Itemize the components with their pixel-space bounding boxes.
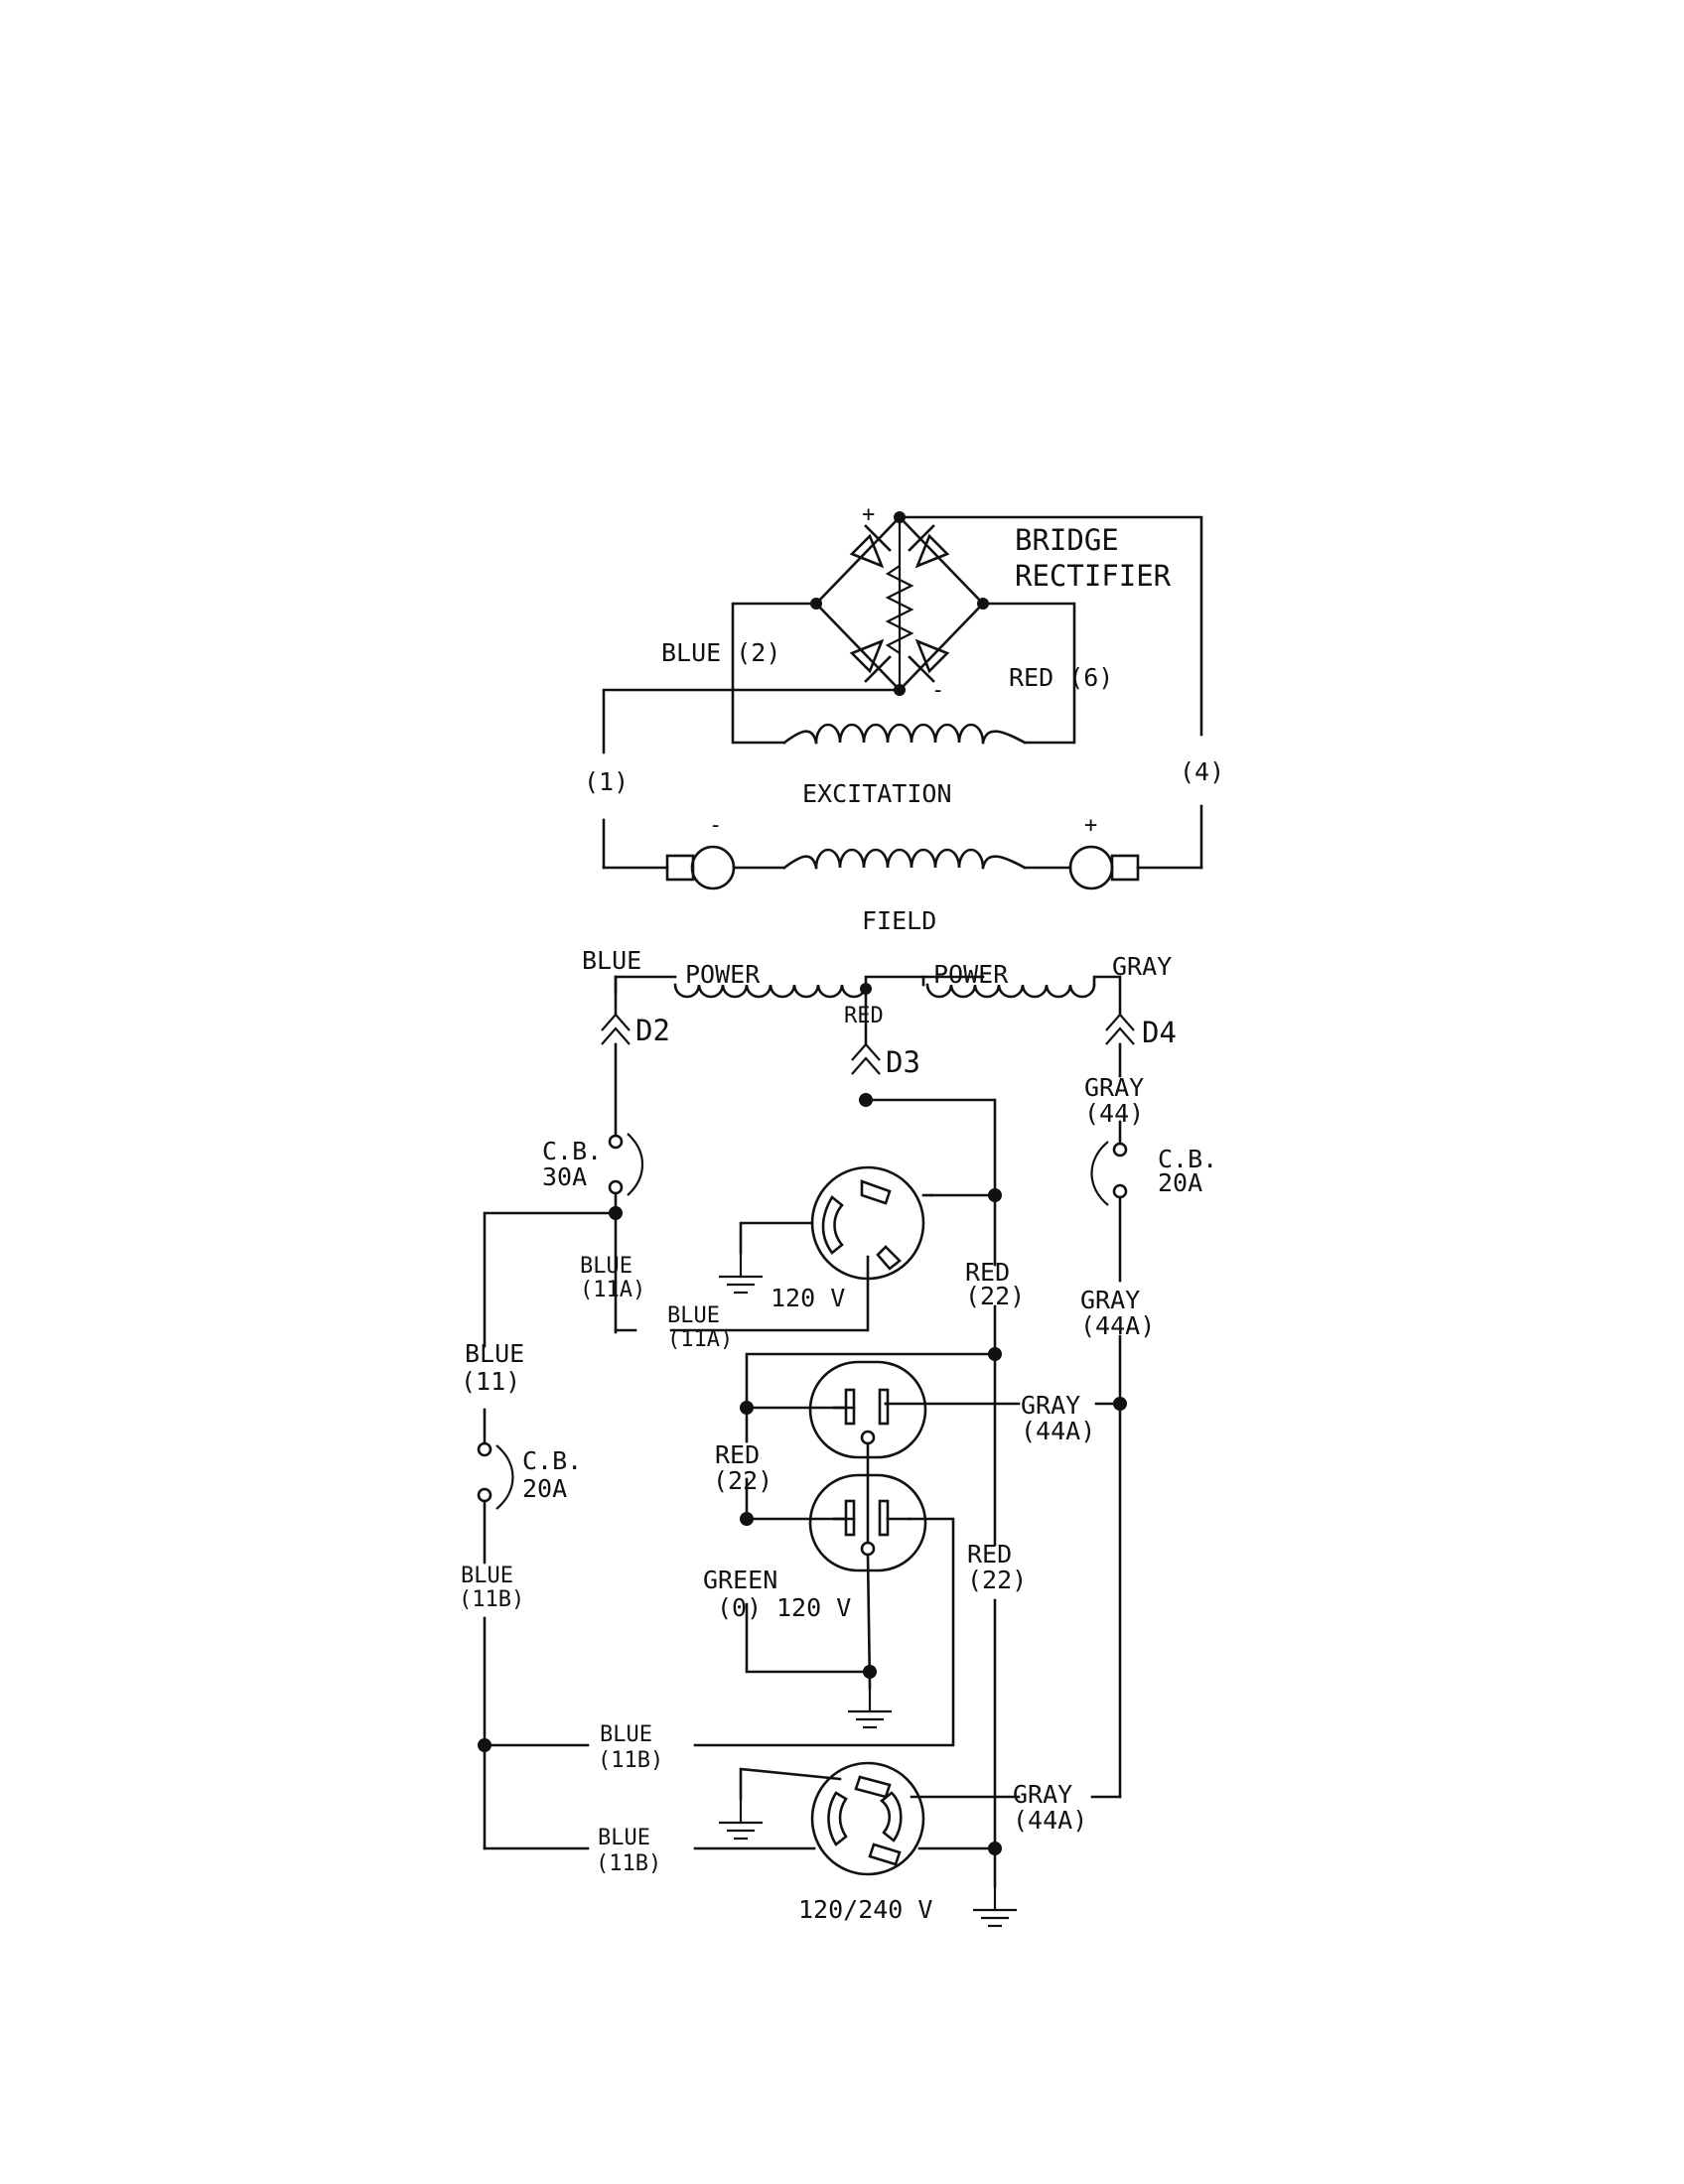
wire-blue-11b-label-a-l1: BLUE [461, 1564, 513, 1588]
cb-30a-label-l2: 30A [542, 1162, 587, 1191]
wire-red-22-label-c-l2: (22) [967, 1566, 1027, 1594]
wire-gray-top-label: GRAY [1112, 952, 1172, 981]
connector-d3-label: D3 [886, 1045, 920, 1079]
field-winding [602, 515, 1203, 890]
wire-blue-11a-jumper-label-l2: (11A) [667, 1327, 733, 1352]
wire-1-label: (1) [584, 767, 629, 796]
wire-red-22-label-b-l1: RED [715, 1440, 760, 1469]
wire-gray-44a-label-c-l1: GRAY [1013, 1780, 1072, 1809]
wire-blue-11-label-l2: (11) [461, 1367, 520, 1396]
wire-gray-44a-label-a-l2: (44A) [1080, 1311, 1155, 1340]
wire-gray-44-label-l1: GRAY [1084, 1073, 1144, 1102]
wire-red-22-label-c-l1: RED [967, 1540, 1012, 1569]
cb-20a-right-label-l1: C.B. [1158, 1145, 1217, 1173]
ground-icon-4 [971, 1884, 1019, 1928]
power-winding-right-label: POWER [933, 960, 1009, 989]
wire-blue-11b-label-a-l2: (11B) [459, 1587, 524, 1612]
connector-d4-icon [1104, 1013, 1136, 1046]
connector-d3-icon [850, 1042, 882, 1076]
cb-20a-left-label-l2: 20A [522, 1474, 567, 1503]
wire-red-top-label: RED [844, 1004, 884, 1028]
field-label: FIELD [862, 906, 936, 935]
ground-icon-2 [846, 1686, 894, 1729]
bridge-minus-label: - [931, 678, 944, 703]
wire-blue-11-label-l1: BLUE [465, 1339, 524, 1368]
wire-blue-11b-label-b-l2: (11B) [598, 1748, 663, 1773]
wire-blue-2-label: BLUE (2) [661, 638, 780, 667]
cb-20a-left-label-l1: C.B. [522, 1446, 582, 1475]
bridge-rectifier [810, 511, 989, 696]
cb-30a-label-l1: C.B. [542, 1137, 602, 1165]
receptacle-120v-twistlock [739, 1165, 933, 1281]
wire-blue-11b-label-c-l1: BLUE [598, 1826, 650, 1850]
cb-20a-right-label-l2: 20A [1158, 1168, 1202, 1197]
receptacle-120-240v-label: 120/240 V [798, 1895, 932, 1924]
connector-d4-label: D4 [1142, 1016, 1177, 1049]
ground-icon-1 [717, 1251, 765, 1295]
output-wiring [477, 1042, 1128, 1888]
excitation-label: EXCITATION [802, 779, 952, 808]
wire-gray-44a-label-c-l2: (44A) [1013, 1806, 1087, 1835]
power-windings [614, 975, 1122, 1046]
bridge-label-line2: RECTIFIER [1015, 559, 1172, 593]
receptacle-120v-top-label: 120 V [771, 1284, 845, 1312]
wire-blue-top-label: BLUE [582, 946, 641, 975]
excitation-winding [731, 602, 1076, 745]
receptacle-120-240v-twistlock [739, 1761, 925, 1876]
field-minus-label: - [709, 813, 722, 838]
wire-red-6-label: RED (6) [1009, 663, 1113, 692]
wire-green-0-label-l1: GREEN [703, 1566, 777, 1594]
power-winding-left-label: POWER [685, 960, 761, 989]
wire-blue-11b-label-c-l2: (11B) [596, 1851, 661, 1876]
receptacle-120v-duplex [808, 1360, 927, 1690]
wire-blue-11a-label-l2: (11A) [580, 1278, 645, 1302]
wire-green-0-label-l2: (0) [717, 1593, 762, 1622]
bridge-plus-label: + [862, 502, 875, 527]
connector-d2-icon [600, 1013, 632, 1046]
wire-red-22-label-a-l2: (22) [965, 1282, 1025, 1310]
connector-d2-label: D2 [635, 1014, 670, 1047]
wire-blue-11a-label-l1: BLUE [580, 1254, 632, 1279]
bridge-label-line1: BRIDGE [1015, 523, 1119, 557]
wire-gray-44-label-l2: (44) [1084, 1099, 1144, 1128]
wire-red-22-label-a-l1: RED [965, 1258, 1010, 1287]
wire-blue-11a-jumper-label-l1: BLUE [667, 1303, 720, 1328]
wire-blue-11b-label-b-l1: BLUE [600, 1722, 652, 1747]
wire-4-label: (4) [1180, 757, 1224, 786]
wire-red-22-label-b-l2: (22) [713, 1466, 772, 1495]
wire-gray-44a-label-b-l1: GRAY [1021, 1391, 1080, 1420]
wire-gray-44a-label-b-l2: (44A) [1021, 1417, 1095, 1445]
field-plus-label: + [1084, 813, 1097, 838]
ground-icon-3 [717, 1797, 765, 1841]
receptacle-120v-duplex-label: 120 V [776, 1593, 851, 1622]
wire-gray-44a-label-a-l1: GRAY [1080, 1286, 1140, 1314]
